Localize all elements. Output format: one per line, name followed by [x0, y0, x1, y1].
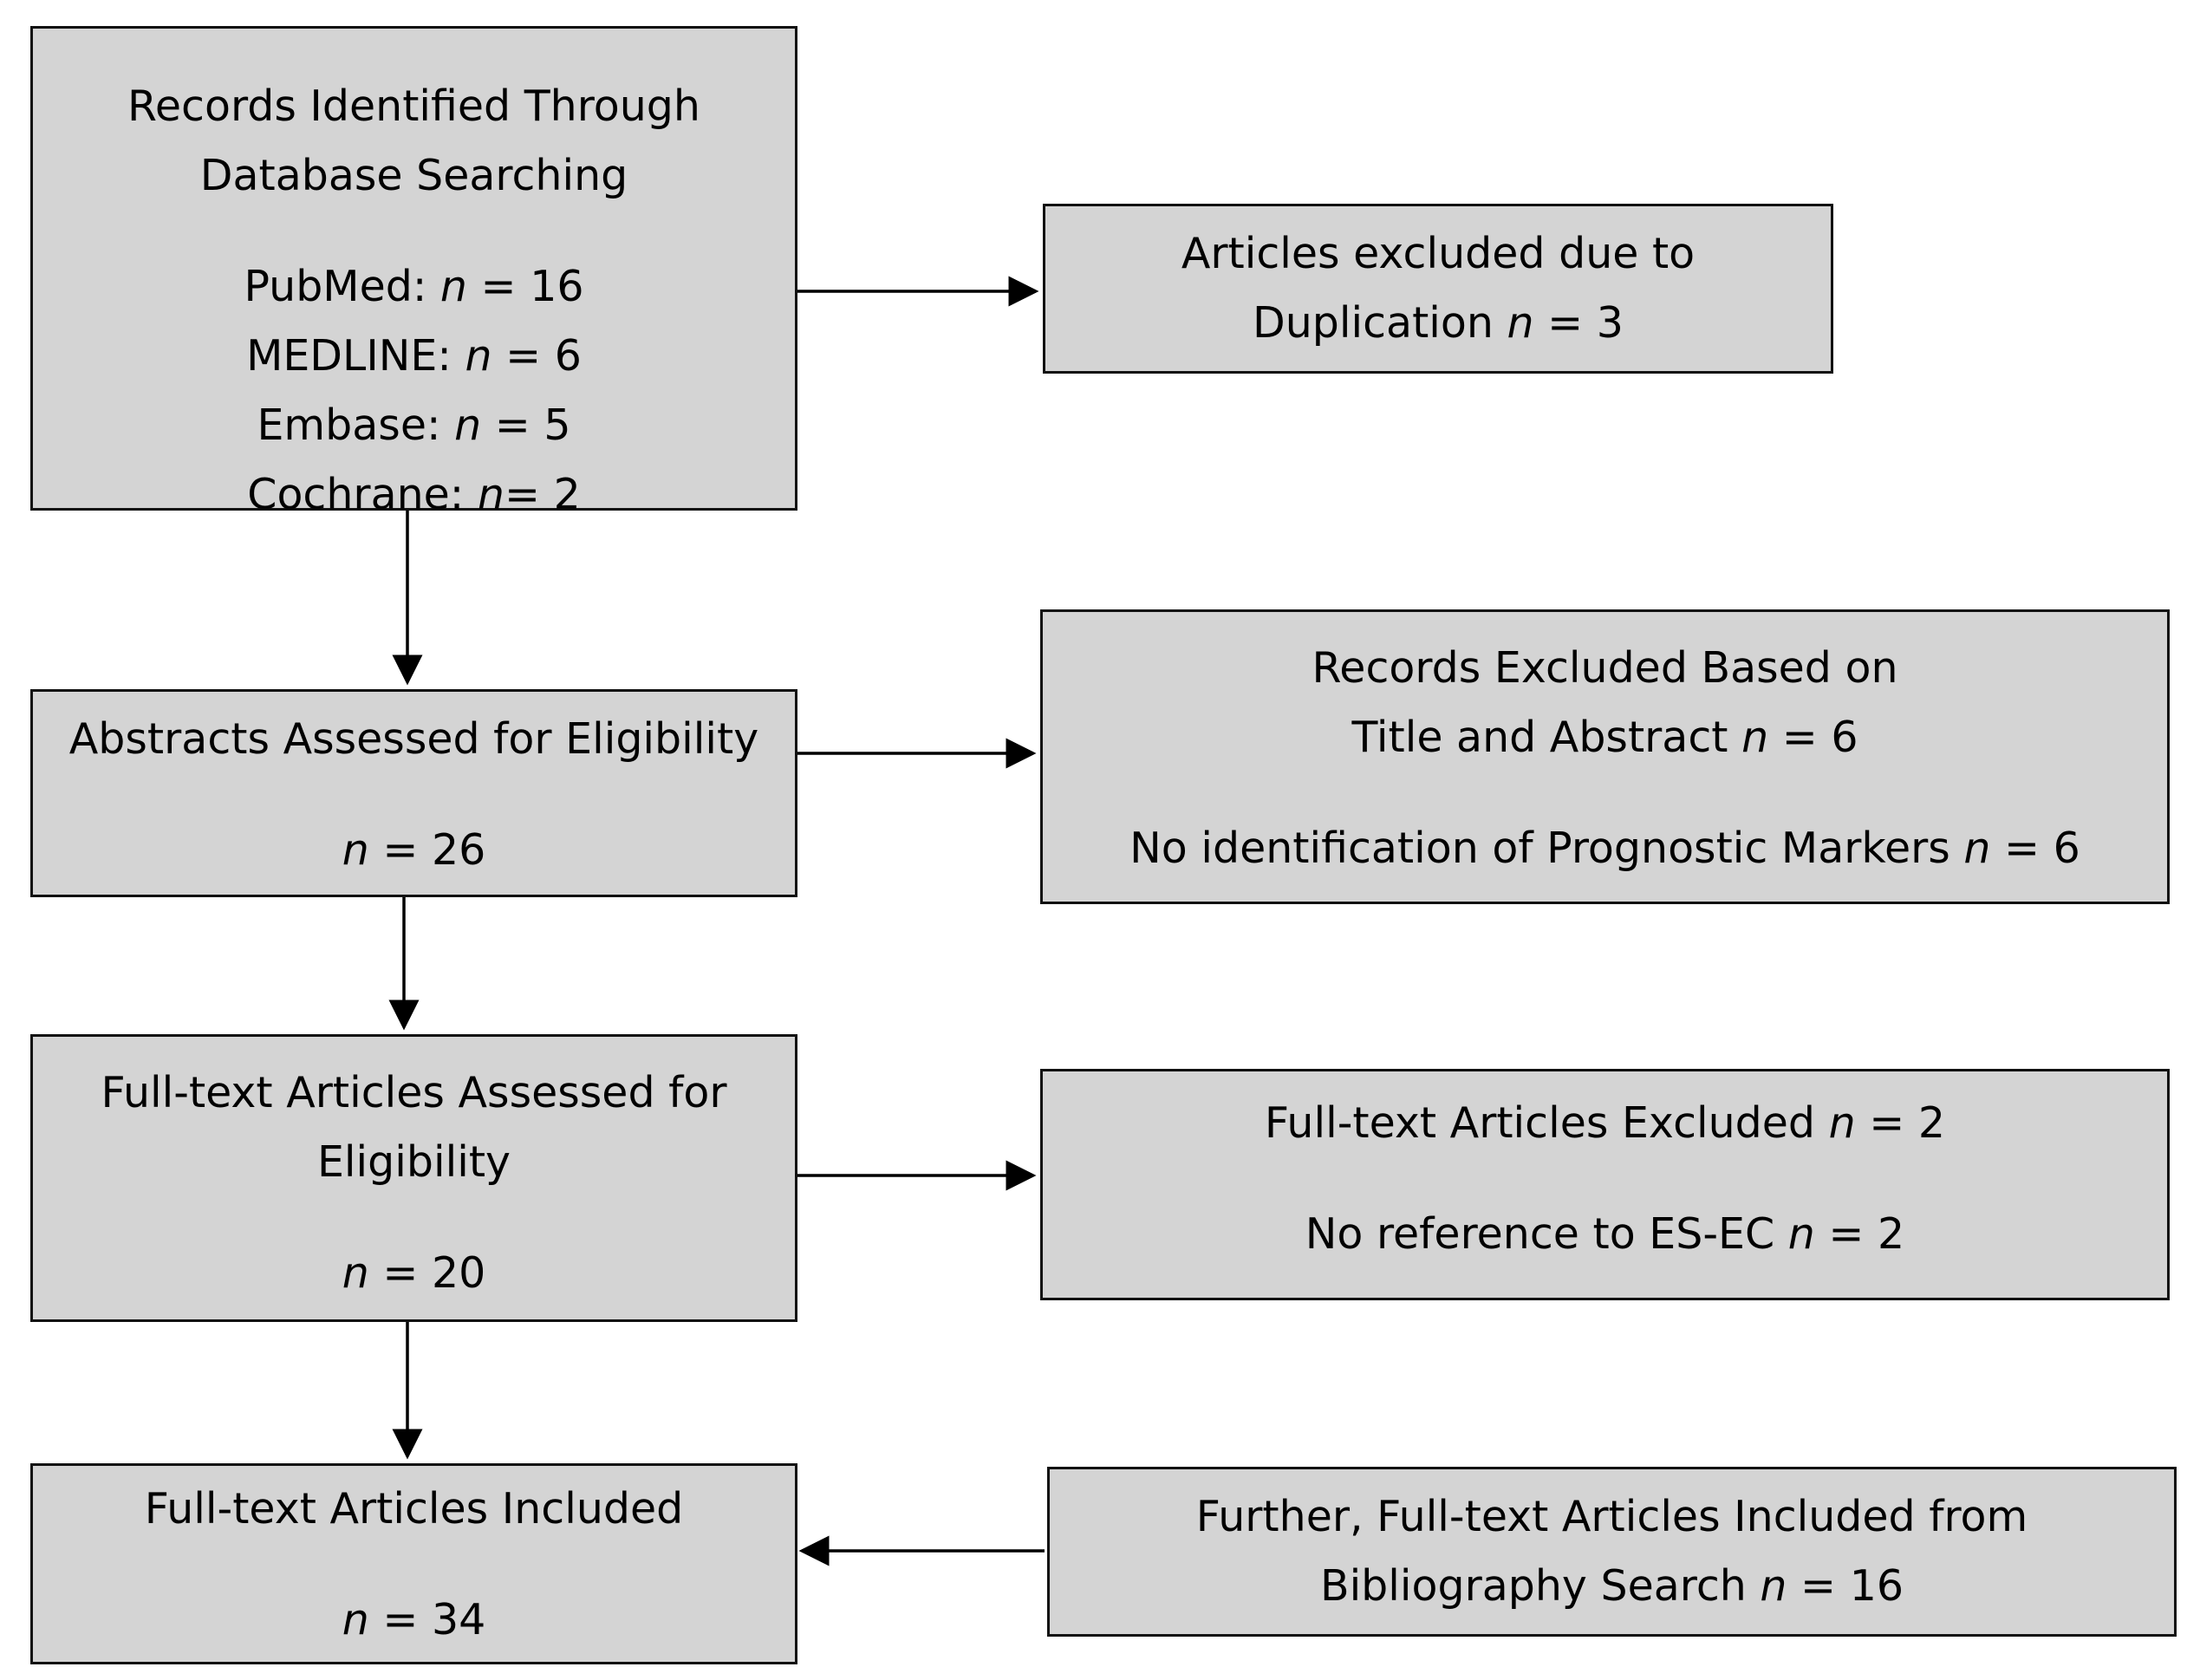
- embase-count: Embase: n = 5: [257, 400, 571, 450]
- fulltext-excluded-box: Full-text Articles Excluded n = 2 No ref…: [1040, 1069, 2170, 1300]
- records-identified-box: Records Identified Through Database Sear…: [30, 26, 797, 519]
- medline-count: MEDLINE: n = 6: [246, 331, 582, 381]
- fulltext-assessed-line-1: Full-text Articles Assessed for: [101, 1068, 727, 1117]
- abstracts-assessed-box: Abstracts Assessed for Eligibility n = 2…: [30, 689, 797, 897]
- records-excluded-box: Records Excluded Based on Title and Abst…: [1040, 609, 2170, 904]
- fulltext-assessed-line-2: Eligibility: [316, 1137, 511, 1187]
- fulltext-assessed-count: n = 20: [342, 1248, 486, 1298]
- bibliography-search-box: Further, Full-text Articles Included fro…: [1047, 1467, 2177, 1637]
- abstracts-title: Abstracts Assessed for Eligibility: [68, 714, 759, 764]
- included-count: n = 34: [342, 1595, 486, 1644]
- fulltext-excluded-reason: No reference to ES-EC n = 2: [1305, 1209, 1905, 1259]
- fulltext-excluded-line-1: Full-text Articles Excluded n = 2: [1264, 1098, 1946, 1148]
- fulltext-assessed-box: Full-text Articles Assessed for Eligibil…: [30, 1034, 797, 1322]
- records-title-line-2: Database Searching: [199, 151, 628, 200]
- bibliography-line-2: Bibliography Search n = 16: [1319, 1561, 1904, 1611]
- bibliography-line-1: Further, Full-text Articles Included fro…: [1195, 1492, 2028, 1541]
- pubmed-count: PubMed: n = 16: [244, 262, 584, 311]
- included-title: Full-text Articles Included: [144, 1484, 684, 1533]
- records-excluded-line-2: Title and Abstract n = 6: [1351, 713, 1858, 762]
- duplication-excluded-box: Articles excluded due to Duplication n =…: [1043, 204, 1833, 374]
- abstracts-count: n = 26: [342, 825, 486, 875]
- cochrane-count: Cochrane: n= 2: [247, 470, 581, 519]
- duplication-line-1: Articles excluded due to: [1181, 229, 1696, 278]
- fulltext-included-box: Full-text Articles Included n = 34: [30, 1463, 797, 1664]
- records-excluded-line-1: Records Excluded Based on: [1312, 643, 1898, 693]
- records-title-line-1: Records Identified Through: [127, 81, 700, 131]
- duplication-line-2: Duplication n = 3: [1253, 298, 1624, 348]
- records-excluded-reason: No identification of Prognostic Markers …: [1129, 824, 2080, 873]
